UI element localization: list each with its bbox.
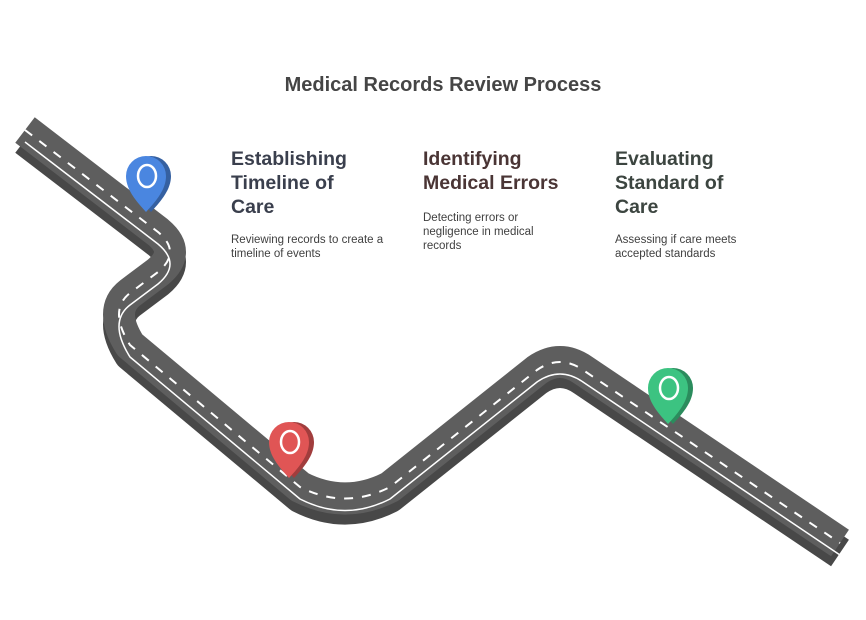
page-title: Medical Records Review Process <box>284 74 602 96</box>
step-evaluating-standard: Evaluating Standard of Care Assessing if… <box>615 147 785 261</box>
step-heading-line: Establishing <box>231 148 347 170</box>
step-establishing-timeline: Establishing Timeline of Care Reviewing … <box>231 147 401 261</box>
step-description: Reviewing records to create a timeline o… <box>231 234 384 260</box>
step-heading-line: Timeline of <box>231 172 334 194</box>
step-heading: Evaluating Standard of Care <box>615 147 785 219</box>
step-heading-line: Standard of <box>615 172 724 194</box>
road <box>15 117 849 567</box>
step-heading-line: Evaluating <box>615 148 714 170</box>
map-pin-ring <box>136 163 158 189</box>
map-pin-icon <box>126 156 166 212</box>
road-edge-line <box>24 141 841 556</box>
step-description: Detecting errors or negligence in medica… <box>423 212 534 252</box>
map-pin-icon <box>648 368 688 424</box>
step-marker-3 <box>648 368 693 424</box>
road-lane-dashes <box>24 129 841 544</box>
map-pin-icon <box>269 422 309 478</box>
step-description: Assessing if care meets accepted standar… <box>615 234 737 260</box>
step-marker-2 <box>269 422 314 478</box>
step-marker-1 <box>126 156 171 212</box>
step-heading-line: Care <box>615 196 659 218</box>
step-identifying-errors: Identifying Medical Errors Detecting err… <box>423 147 593 253</box>
step-heading-line: Medical Errors <box>423 172 559 194</box>
step-heading: Identifying Medical Errors <box>423 147 593 195</box>
step-heading-line: Identifying <box>423 148 522 170</box>
map-pin-ring <box>279 429 301 455</box>
step-heading: Establishing Timeline of Care <box>231 147 401 219</box>
map-pin-ring <box>658 375 680 401</box>
step-heading-line: Care <box>231 196 275 218</box>
